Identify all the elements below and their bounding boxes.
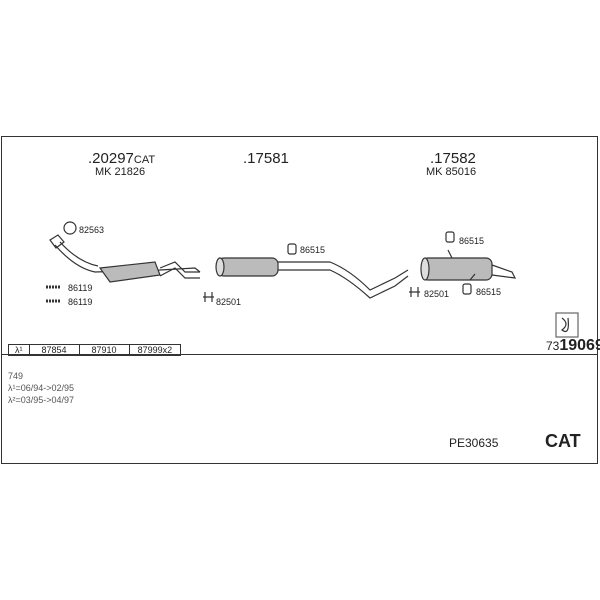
divider — [1, 354, 598, 355]
label-hanger: 86515 — [300, 245, 326, 255]
spring-icon — [46, 285, 60, 303]
table-lambda: λ¹ — [9, 345, 30, 355]
label-hanger: 86515 — [459, 236, 485, 246]
intermediate-pipe-icon — [278, 261, 409, 299]
clamp-icon — [203, 292, 214, 302]
note-lambda2: λ²=03/95->04/97 — [8, 395, 75, 405]
part-code-17581: .17581 — [243, 150, 289, 167]
flange-icon — [49, 234, 65, 249]
catalyst-icon — [98, 261, 161, 283]
table-cell: 87999x2 — [137, 345, 173, 355]
cat-label: CAT — [545, 431, 581, 451]
variant-table: λ¹ 87854 87910 87999x2 — [8, 344, 182, 356]
part-sub-17582: MK 85016 — [426, 166, 477, 178]
gasket-icon — [63, 221, 77, 235]
part-code-17582: .17582 — [430, 150, 476, 167]
label-clamp: 82501 — [424, 289, 450, 299]
diagram-frame — [1, 136, 598, 464]
part-code-20297: .20297CAT — [88, 150, 156, 167]
part-sub-20297: MK 21826 — [95, 166, 146, 178]
table-cell: 87854 — [30, 345, 80, 355]
notes: 749 λ¹=06/94->02/95 λ²=03/95->04/97 — [8, 370, 74, 406]
reference-number: 7319069 — [546, 337, 600, 354]
label-hanger: 86515 — [476, 287, 502, 297]
hanger-icon — [287, 243, 297, 255]
note-lambda1: λ¹=06/94->02/95 — [8, 383, 75, 393]
clamp-icon — [409, 287, 420, 297]
label-spring: 86119 — [68, 283, 93, 293]
label-gasket: 82563 — [79, 225, 105, 235]
hanger-icon — [462, 283, 472, 295]
hanger-icon — [445, 231, 455, 243]
tailpipe-icon — [491, 264, 517, 279]
pe-code: PE30635 — [449, 436, 499, 450]
rear-silencer-icon — [421, 257, 493, 281]
center-silencer-icon — [217, 257, 279, 277]
label-spring: 86119 — [68, 297, 93, 307]
label-clamp: 82501 — [216, 297, 242, 307]
note-code: 749 — [8, 371, 24, 381]
mounting-kit-icon — [555, 312, 579, 338]
table-cell: 87910 — [80, 345, 130, 355]
